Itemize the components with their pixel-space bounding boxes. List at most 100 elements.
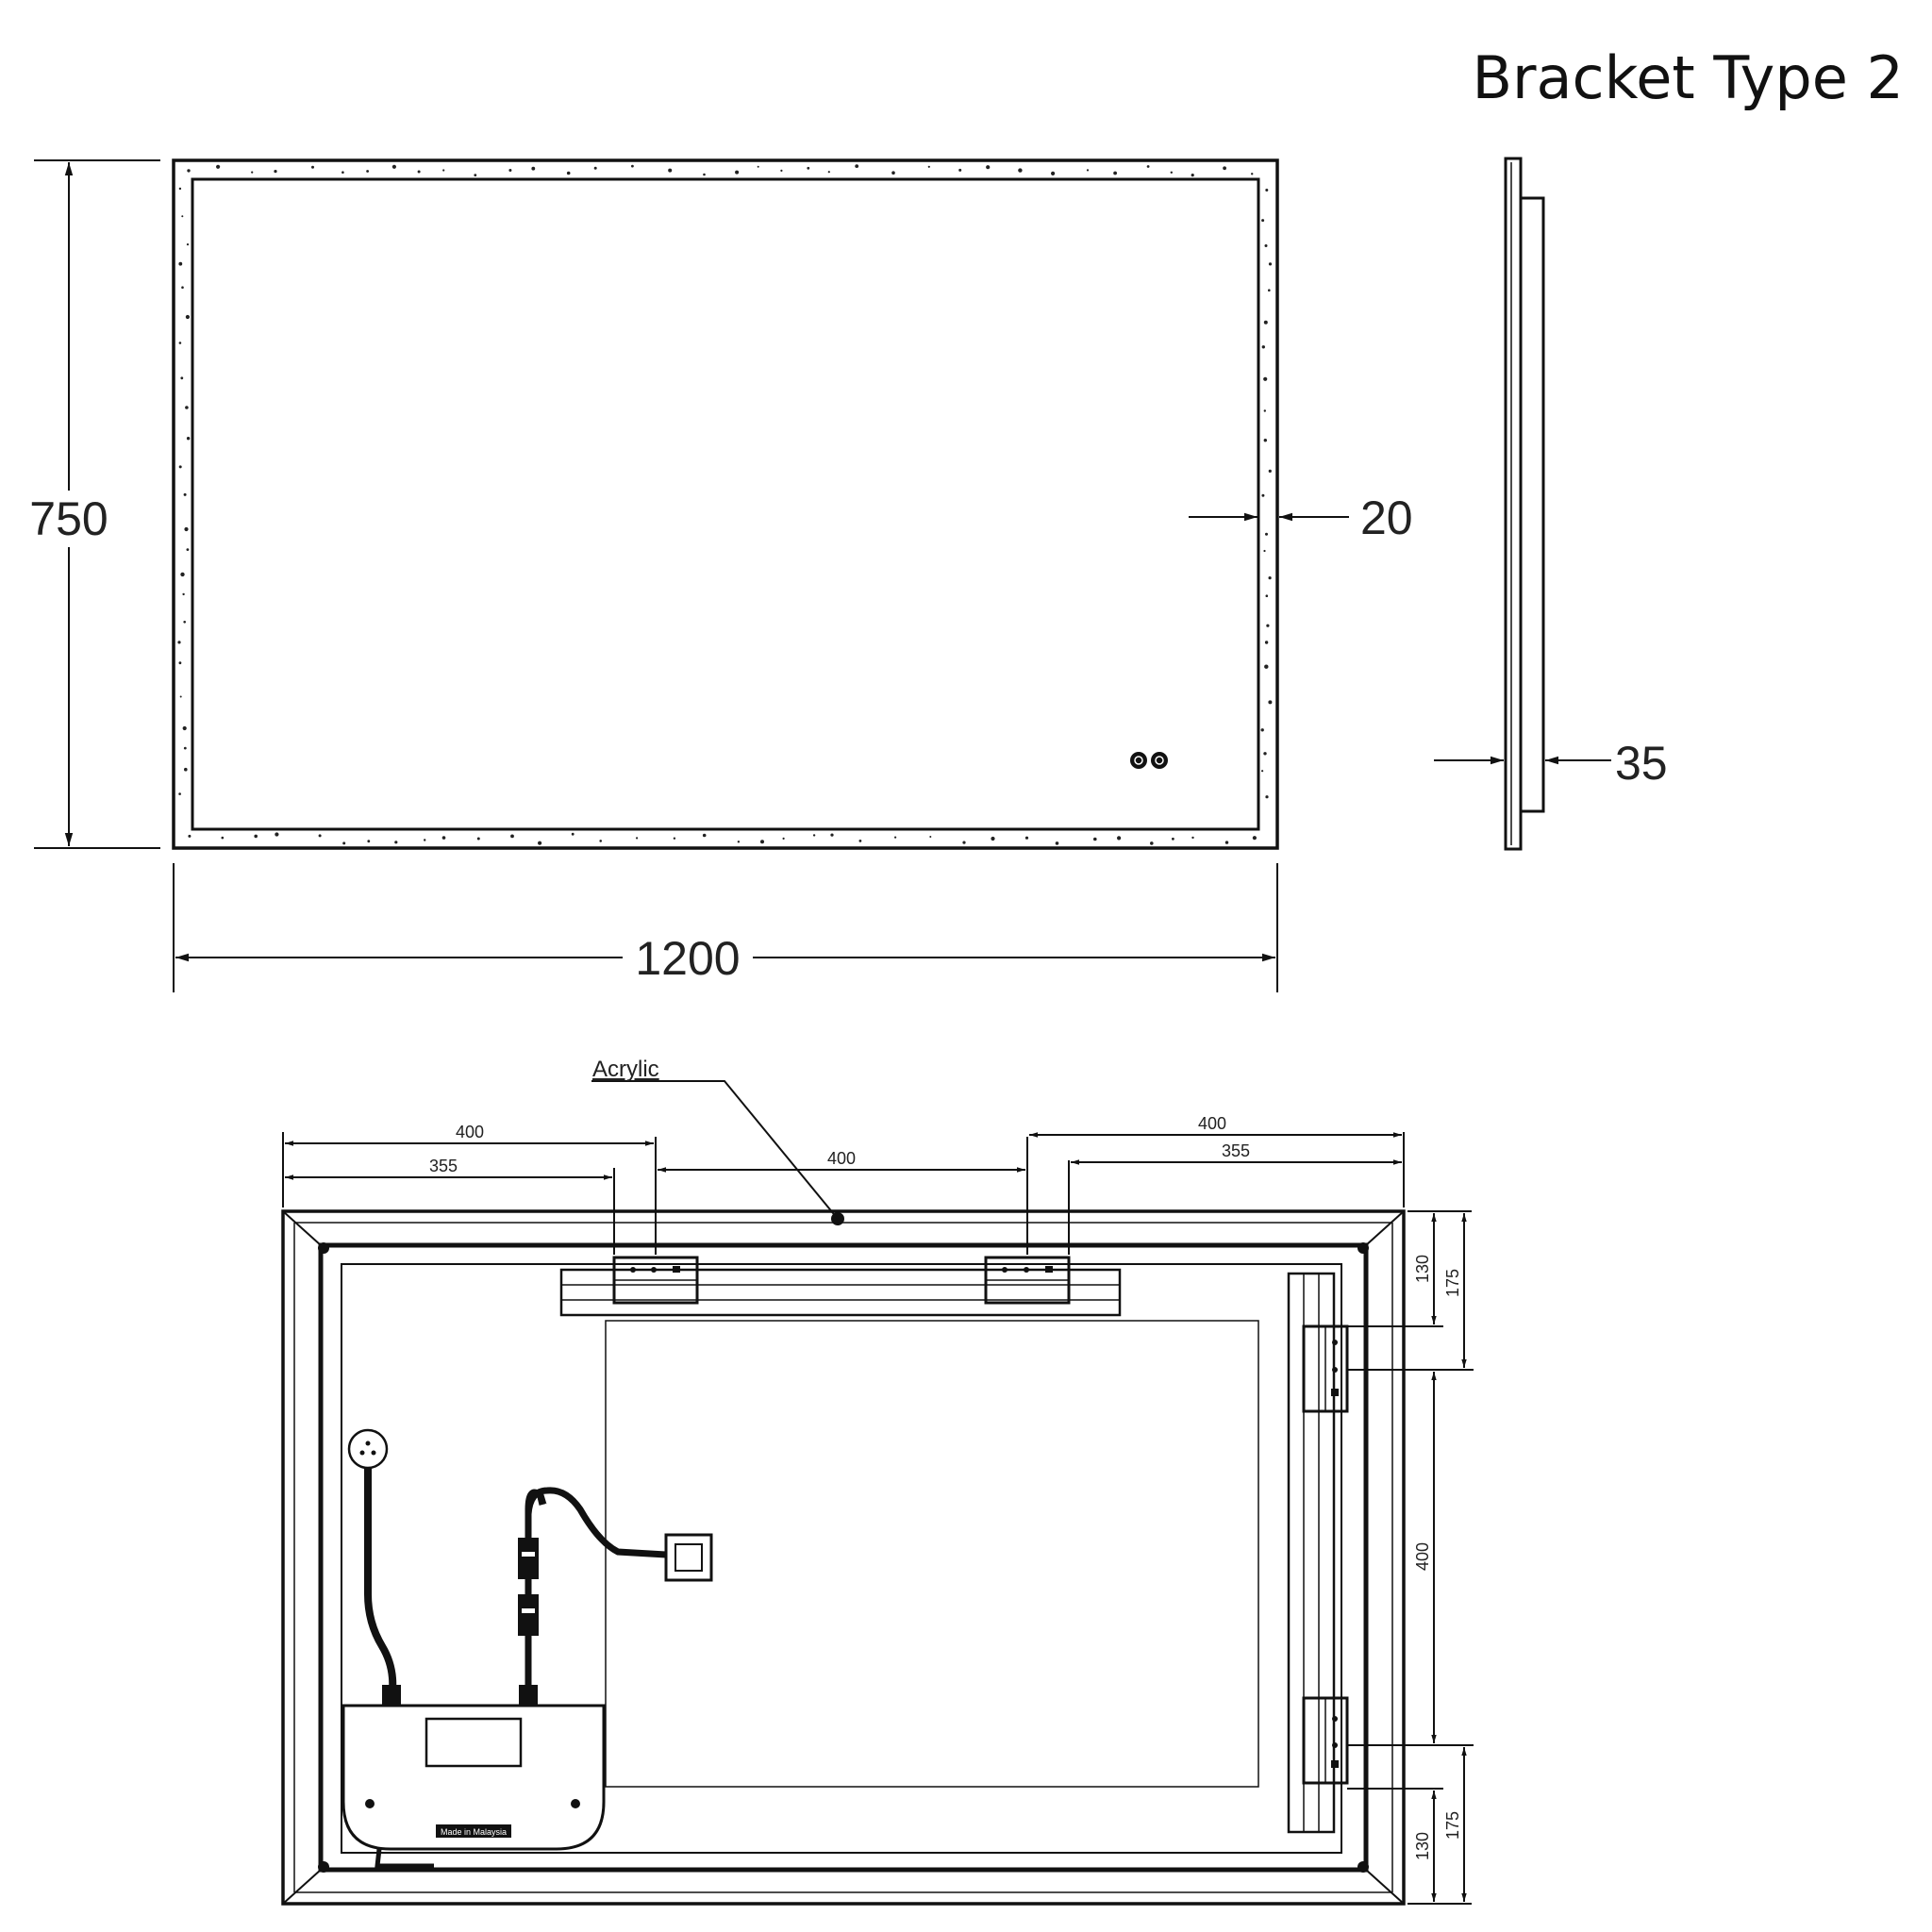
led-dot (812, 834, 816, 837)
led-dot (858, 840, 862, 842)
led-dot (1263, 320, 1268, 325)
led-dot (1261, 219, 1265, 223)
led-dot (735, 170, 740, 175)
led-dot (474, 174, 477, 177)
led-dot (1018, 168, 1023, 173)
led-dot (991, 836, 995, 841)
led-dot (538, 841, 542, 845)
led-dot (275, 832, 279, 837)
led-strip-dots (177, 164, 1273, 845)
led-dot (181, 215, 184, 218)
led-dot (177, 641, 181, 644)
led-dot (311, 165, 314, 169)
led-dot (367, 840, 371, 843)
led-dot (183, 492, 187, 496)
led-dot (827, 171, 830, 174)
led-dot (1093, 837, 1097, 841)
led-dot (183, 746, 187, 750)
led-dot (1265, 795, 1269, 799)
led-dot (1261, 345, 1266, 349)
led-dot (182, 592, 185, 596)
sensor-cable (525, 1487, 667, 1698)
top-middle-label: 400 (827, 1149, 856, 1168)
led-dot (830, 833, 834, 837)
top-right-outer-label: 400 (1198, 1114, 1226, 1133)
led-dot (1223, 166, 1226, 171)
led-dot (1263, 409, 1267, 412)
led-dot (1268, 469, 1272, 473)
led-dot (1251, 173, 1254, 175)
led-dot (1264, 641, 1269, 644)
led-dot (184, 767, 188, 772)
led-dot (394, 841, 398, 844)
led-dot (186, 243, 190, 246)
led-dot (441, 836, 446, 840)
led-dot (185, 406, 189, 409)
led-dot (1261, 493, 1265, 497)
top-bracket-rail (559, 1268, 1122, 1317)
led-dot (318, 834, 322, 838)
connector-plug (518, 1538, 539, 1579)
led-dot (182, 725, 187, 731)
led-dot (1264, 244, 1268, 247)
right-top-outer-label: 175 (1443, 1269, 1462, 1297)
led-dot (1191, 836, 1194, 840)
led-dot (188, 834, 192, 838)
led-dot (703, 173, 706, 176)
top-left-inner-label: 355 (429, 1157, 458, 1175)
led-dot (221, 836, 225, 840)
drawing-title: Bracket Type 2 (1472, 43, 1904, 112)
touch-sensor-icon (1151, 752, 1168, 769)
led-dot (391, 164, 396, 169)
led-dot (673, 837, 676, 840)
led-dot (780, 169, 783, 172)
led-dot (1252, 836, 1257, 841)
led-dot (510, 834, 514, 839)
border-label: 20 (1360, 491, 1413, 544)
top-right-inner-label: 355 (1222, 1141, 1250, 1160)
led-dot (668, 168, 673, 173)
led-dot (1265, 532, 1268, 536)
control-switch-box (664, 1533, 713, 1582)
led-dot (178, 341, 182, 344)
led-dot (1264, 664, 1269, 669)
led-dot (760, 840, 764, 844)
led-dot (894, 836, 897, 839)
led-dot (1172, 837, 1174, 841)
led-dot (855, 164, 859, 169)
side-mirror-panel (1504, 157, 1523, 851)
led-dot (1191, 174, 1194, 177)
front-view: 750 1200 20 (19, 158, 1413, 992)
led-dot (179, 695, 182, 698)
side-bracket-box (1519, 196, 1545, 813)
led-dot (1263, 549, 1266, 553)
led-dot (1260, 728, 1264, 732)
led-dot (571, 832, 575, 836)
driver-cable (375, 1848, 434, 1869)
led-dot (1055, 841, 1059, 845)
width-label: 1200 (635, 932, 740, 985)
side-view: 35 (1434, 157, 1668, 851)
right-top-inner-label: 130 (1413, 1255, 1432, 1283)
led-dot (442, 169, 445, 172)
led-dot (1051, 171, 1056, 175)
led-dot (1268, 262, 1273, 266)
led-dot (178, 261, 183, 266)
rear-inner-frame (318, 1242, 1369, 1873)
led-dot (1170, 171, 1174, 174)
led-dot (180, 376, 184, 380)
led-dot (1263, 752, 1267, 756)
led-dot (342, 841, 346, 845)
mirror-outer-frame (172, 158, 1279, 850)
led-dot (531, 166, 536, 171)
height-label: 750 (29, 492, 108, 545)
led-dot (178, 465, 182, 469)
led-dot (1086, 169, 1090, 172)
led-dot (184, 526, 189, 532)
led-dot (1113, 171, 1117, 175)
led-dot (424, 839, 426, 841)
led-dot (186, 548, 190, 551)
led-dot (782, 837, 785, 841)
right-middle-label: 400 (1413, 1542, 1432, 1571)
